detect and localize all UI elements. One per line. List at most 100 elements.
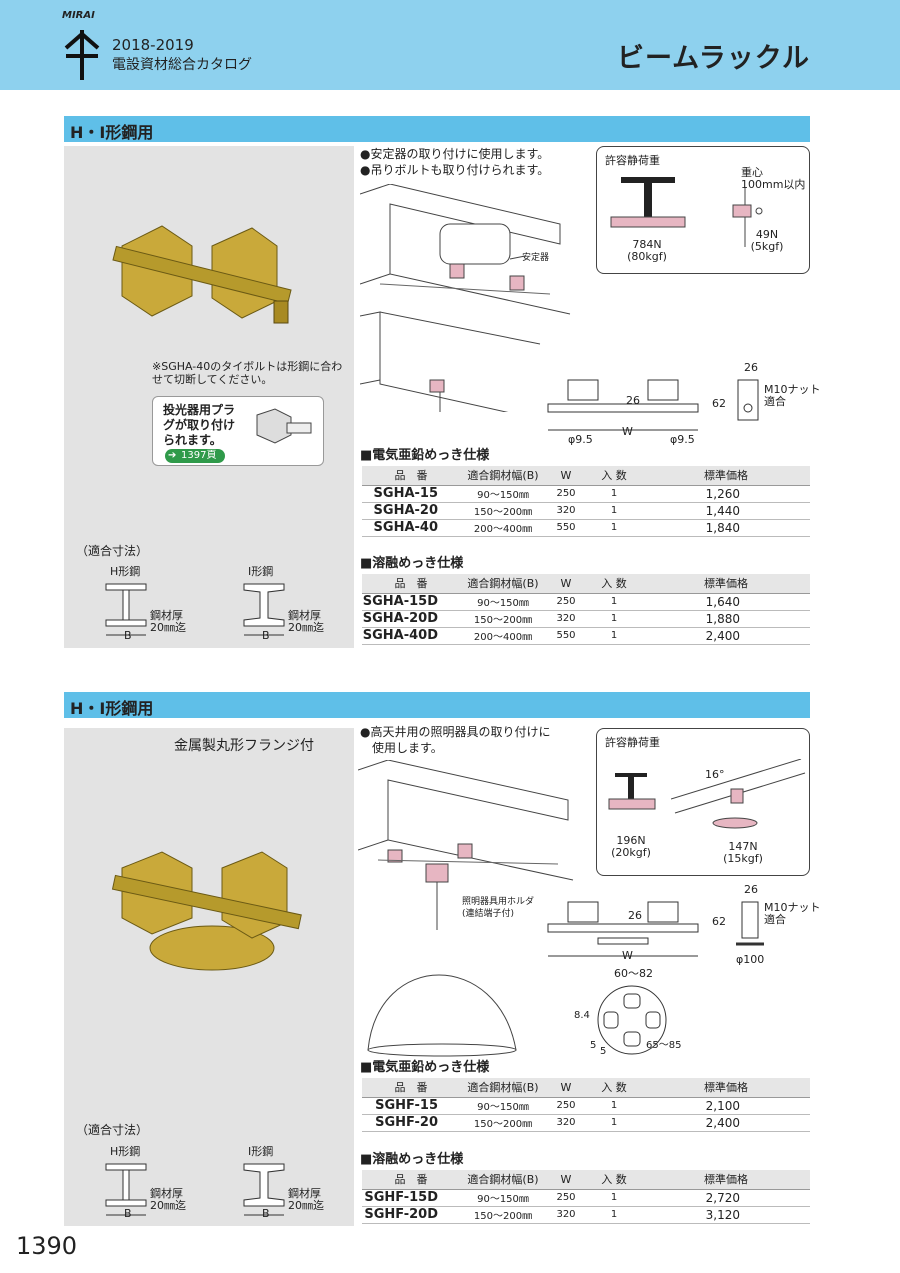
- load-title: 許容静荷重: [605, 736, 660, 749]
- angle-label: 16°: [705, 768, 725, 781]
- load-b: 147N(15kgf): [723, 840, 763, 865]
- load-side-icon: [732, 187, 763, 247]
- h-b-label: B: [124, 629, 132, 642]
- dim-top-26: 26: [744, 883, 758, 896]
- table-header-row: 品 番 適合鋼材幅(B) W 入 数 標準価格: [362, 1078, 810, 1098]
- catalog-title: 電設資材総合カタログ: [112, 57, 252, 73]
- dimension-drawing: [547, 901, 699, 957]
- load-a: 784N(80kgf): [627, 238, 667, 263]
- dim-62: 62: [712, 397, 726, 410]
- dim-top-26: 26: [744, 361, 758, 374]
- h-beam-icon: [105, 1163, 147, 1216]
- feature-item: ●安定器の取り付けに使用します。: [360, 147, 550, 161]
- installation-drawing: [358, 760, 574, 1057]
- i-beam-label: I形鋼: [248, 1145, 274, 1158]
- dim-w: W: [622, 949, 633, 962]
- dimension-drawing: [547, 379, 699, 431]
- installation-drawing: [360, 184, 571, 412]
- i-beam-icon: [243, 583, 285, 636]
- table-heading: ■溶融めっき仕様: [360, 1152, 464, 1167]
- fit-title: （適合寸法）: [76, 1123, 149, 1137]
- feature-list: ●高天井用の照明器具の取り付けに 使用します。: [360, 724, 550, 756]
- section-title: H・I形鋼用: [70, 699, 154, 718]
- dim-phi-left: φ9.5: [568, 433, 593, 446]
- i-b-label: B: [262, 629, 270, 642]
- nut-label: M10ナット適合: [764, 383, 821, 408]
- tip-box: 投光器用プラグが取り付けられます。 1397頁: [152, 396, 324, 466]
- table-heading: ■電気亜鉛めっき仕様: [360, 448, 490, 463]
- dim-phi: φ100: [736, 953, 765, 966]
- dim-5b: 5: [600, 1046, 607, 1057]
- page-header: MIRAI 2018-2019 電設資材総合カタログ ビームラックル: [0, 0, 900, 90]
- product-illustration: [111, 851, 302, 971]
- table-header-row: 品 番 適合鋼材幅(B) W 入 数 標準価格: [362, 466, 810, 486]
- table-heading: ■溶融めっき仕様: [360, 556, 464, 571]
- h-beam-label: H形鋼: [110, 1145, 141, 1158]
- h-b-label: B: [124, 1207, 132, 1220]
- nut-side-icon: [737, 379, 759, 421]
- section-title: H・I形鋼用: [70, 123, 154, 142]
- dim-slot: 60～82: [614, 967, 653, 980]
- dim-w: W: [622, 425, 633, 438]
- feature-item: 使用します。: [360, 741, 443, 755]
- dim-65: 65～85: [646, 1040, 682, 1051]
- holder-label: 照明器具用ホルダ(連結端子付): [462, 897, 535, 919]
- h-beam-icon: [105, 583, 147, 636]
- nut-label: M10ナット適合: [764, 901, 821, 926]
- dim-62: 62: [712, 915, 726, 928]
- logo-text: MIRAI: [62, 10, 95, 21]
- dim-5a: 5: [590, 1040, 597, 1051]
- i-b-label: B: [262, 1207, 270, 1220]
- dim-26: 26: [628, 909, 642, 922]
- load-title: 許容静荷重: [605, 154, 660, 167]
- load-beam-icon: [610, 177, 686, 228]
- load-b: 49N(5kgf): [750, 228, 784, 253]
- i-beam-label: I形鋼: [248, 565, 274, 578]
- table-header-row: 品 番 適合鋼材幅(B) W 入 数 標準価格: [362, 1170, 810, 1190]
- feature-list: ●安定器の取り付けに使用します。 ●吊りボルトも取り付けられます。: [360, 146, 549, 178]
- h-beam-label: H形鋼: [110, 565, 141, 578]
- dim-26: 26: [626, 394, 640, 407]
- dim-8-4: 8.4: [574, 1010, 590, 1021]
- nut-side-icon: [736, 901, 764, 946]
- tip-text: 投光器用プラグが取り付けられます。: [163, 403, 236, 447]
- load-a: 196N(20kgf): [611, 834, 651, 859]
- fit-title: （適合寸法）: [76, 544, 149, 558]
- page-number: 1390: [16, 1232, 78, 1260]
- flange-drawing: [597, 985, 667, 1055]
- product-illustration: [112, 225, 292, 324]
- load-box: 許容静荷重 16° 196N(20kgf) 147N(15kgf): [596, 728, 810, 876]
- projector-plug-icon: [256, 408, 312, 444]
- page-ref-link[interactable]: 1397頁: [165, 449, 225, 463]
- section-title-bar: H・I形鋼用: [64, 692, 810, 718]
- page-title: ビームラックル: [616, 43, 810, 74]
- table-header-row: 品 番 適合鋼材幅(B) W 入 数 標準価格: [362, 574, 810, 594]
- load-beam-icon: [608, 773, 656, 810]
- feature-item: ●吊りボルトも取り付けられます。: [360, 163, 550, 177]
- catalog-year: 2018-2019: [112, 36, 194, 54]
- section-title-bar: H・I形鋼用: [64, 116, 810, 142]
- feature-item: ●高天井用の照明器具の取り付けに: [360, 725, 551, 739]
- cut-note: ※SGHA-40のタイボルトは形鋼に合わせて切断してください。: [152, 360, 343, 386]
- table-heading: ■電気亜鉛めっき仕様: [360, 1060, 490, 1075]
